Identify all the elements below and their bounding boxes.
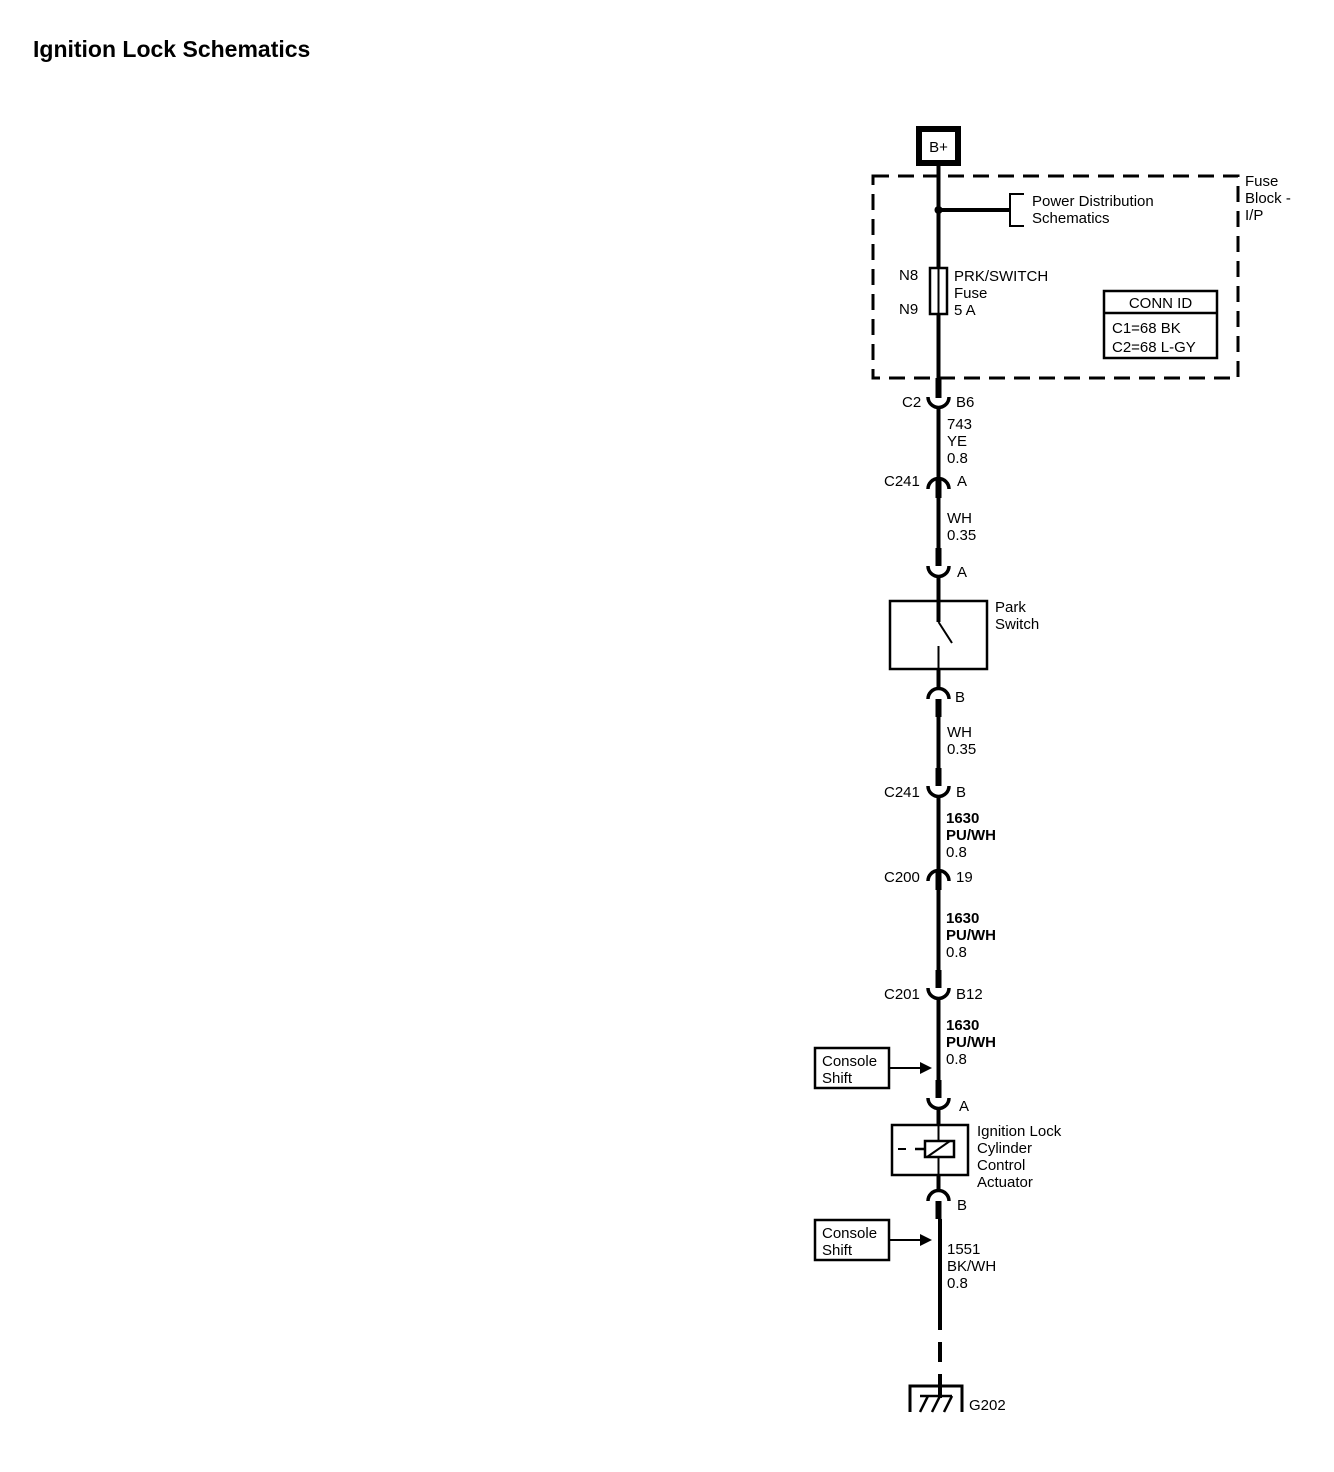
connector-c241-a-name: C241 (884, 473, 920, 490)
connector-c201-name: C201 (884, 986, 920, 1003)
connector-park-b (926, 686, 951, 700)
fuse-block-label-1: Fuse (1245, 173, 1278, 190)
fuse-type: Fuse (954, 285, 987, 302)
connector-c241-a-pin: A (957, 473, 967, 490)
fuse-block-label-2: Block - (1245, 190, 1291, 207)
connector-actuator-a-pin: A (959, 1098, 969, 1115)
fuse-pin-in: N8 (899, 267, 918, 284)
wire-1630-2-size: 0.8 (946, 944, 967, 961)
conn-id-c2: C2=68 L-GY (1112, 339, 1196, 356)
console-shift-1-line1: Console (822, 1053, 877, 1070)
actuator-label-4: Actuator (977, 1174, 1033, 1191)
park-switch-contact (937, 621, 953, 644)
connector-c200 (926, 868, 951, 882)
conn-id-header: CONN ID (1129, 295, 1193, 312)
ground-label: G202 (969, 1397, 1006, 1414)
wire-1630-3-size: 0.8 (946, 1051, 967, 1068)
park-switch-label-1: Park (995, 599, 1026, 616)
connector-c2 (926, 396, 951, 410)
arrow-icon (920, 1234, 932, 1246)
wire-wh-1-size: 0.35 (947, 527, 976, 544)
ground-icon (908, 1384, 964, 1413)
wire-743-size: 0.8 (947, 450, 968, 467)
arrow-icon (920, 1062, 932, 1074)
connector-c241-b-name: C241 (884, 784, 920, 801)
connector-actuator-b (926, 1188, 951, 1202)
conn-id-box: CONN ID C1=68 BK C2=68 L-GY (1102, 289, 1219, 360)
console-shift-reference-1: Console Shift (813, 1046, 932, 1090)
power-distribution-label-1: Power Distribution (1032, 193, 1154, 210)
power-source-label: B+ (929, 139, 948, 156)
wire-743-color: YE (947, 433, 967, 450)
connector-c241-a (926, 476, 951, 490)
connector-c201 (926, 987, 951, 1001)
console-shift-2-line2: Shift (822, 1242, 853, 1259)
wire-wh-1-color: WH (947, 510, 972, 527)
wire-wh-2-size: 0.35 (947, 741, 976, 758)
fuse-block-outline (871, 174, 1240, 380)
connector-c2-pin: B6 (956, 394, 974, 411)
wire-1551-circuit: 1551 (947, 1241, 980, 1258)
actuator-label-3: Control (977, 1157, 1025, 1174)
page-title: Ignition Lock Schematics (33, 36, 311, 62)
actuator-label-1: Ignition Lock (977, 1123, 1062, 1140)
connector-c201-pin: B12 (956, 986, 983, 1003)
connector-actuator-b-pin: B (957, 1197, 967, 1214)
wire-1630-2-circuit: 1630 (946, 910, 979, 927)
connector-c241-b (926, 785, 951, 799)
wire-1630-1-color: PU/WH (946, 827, 996, 844)
conn-id-c1: C1=68 BK (1112, 320, 1181, 337)
console-shift-1-line2: Shift (822, 1070, 853, 1087)
wire-wh-2-color: WH (947, 724, 972, 741)
fuse-rating: 5 A (954, 302, 976, 319)
wire-1551-size: 0.8 (947, 1275, 968, 1292)
connector-c241-b-pin: B (956, 784, 966, 801)
connector-actuator-a (926, 1097, 951, 1111)
wire-1630-1-size: 0.8 (946, 844, 967, 861)
connector-park-b-pin: B (955, 689, 965, 706)
park-switch-label-2: Switch (995, 616, 1039, 633)
actuator-box (890, 1123, 970, 1177)
power-distribution-bracket (1009, 193, 1024, 227)
power-source-b-plus: B+ (916, 126, 961, 166)
fuse-pin-out: N9 (899, 301, 918, 318)
console-shift-reference-2: Console Shift (813, 1218, 932, 1262)
wire-1630-3-circuit: 1630 (946, 1017, 979, 1034)
wire-743-circuit: 743 (947, 416, 972, 433)
connector-c200-pin: 19 (956, 869, 973, 886)
wire-1630-1-circuit: 1630 (946, 810, 979, 827)
fuse-block-label-3: I/P (1245, 207, 1263, 224)
connector-park-a (926, 565, 951, 579)
wire-1551-color: BK/WH (947, 1258, 996, 1275)
console-shift-2-line1: Console (822, 1225, 877, 1242)
connector-c2-name: C2 (902, 394, 921, 411)
power-distribution-label-2: Schematics (1032, 210, 1110, 227)
wire-1630-3-color: PU/WH (946, 1034, 996, 1051)
wire-1630-2-color: PU/WH (946, 927, 996, 944)
fuse-name: PRK/SWITCH (954, 268, 1048, 285)
actuator-label-2: Cylinder (977, 1140, 1032, 1157)
connector-c200-name: C200 (884, 869, 920, 886)
connector-park-a-pin: A (957, 564, 967, 581)
